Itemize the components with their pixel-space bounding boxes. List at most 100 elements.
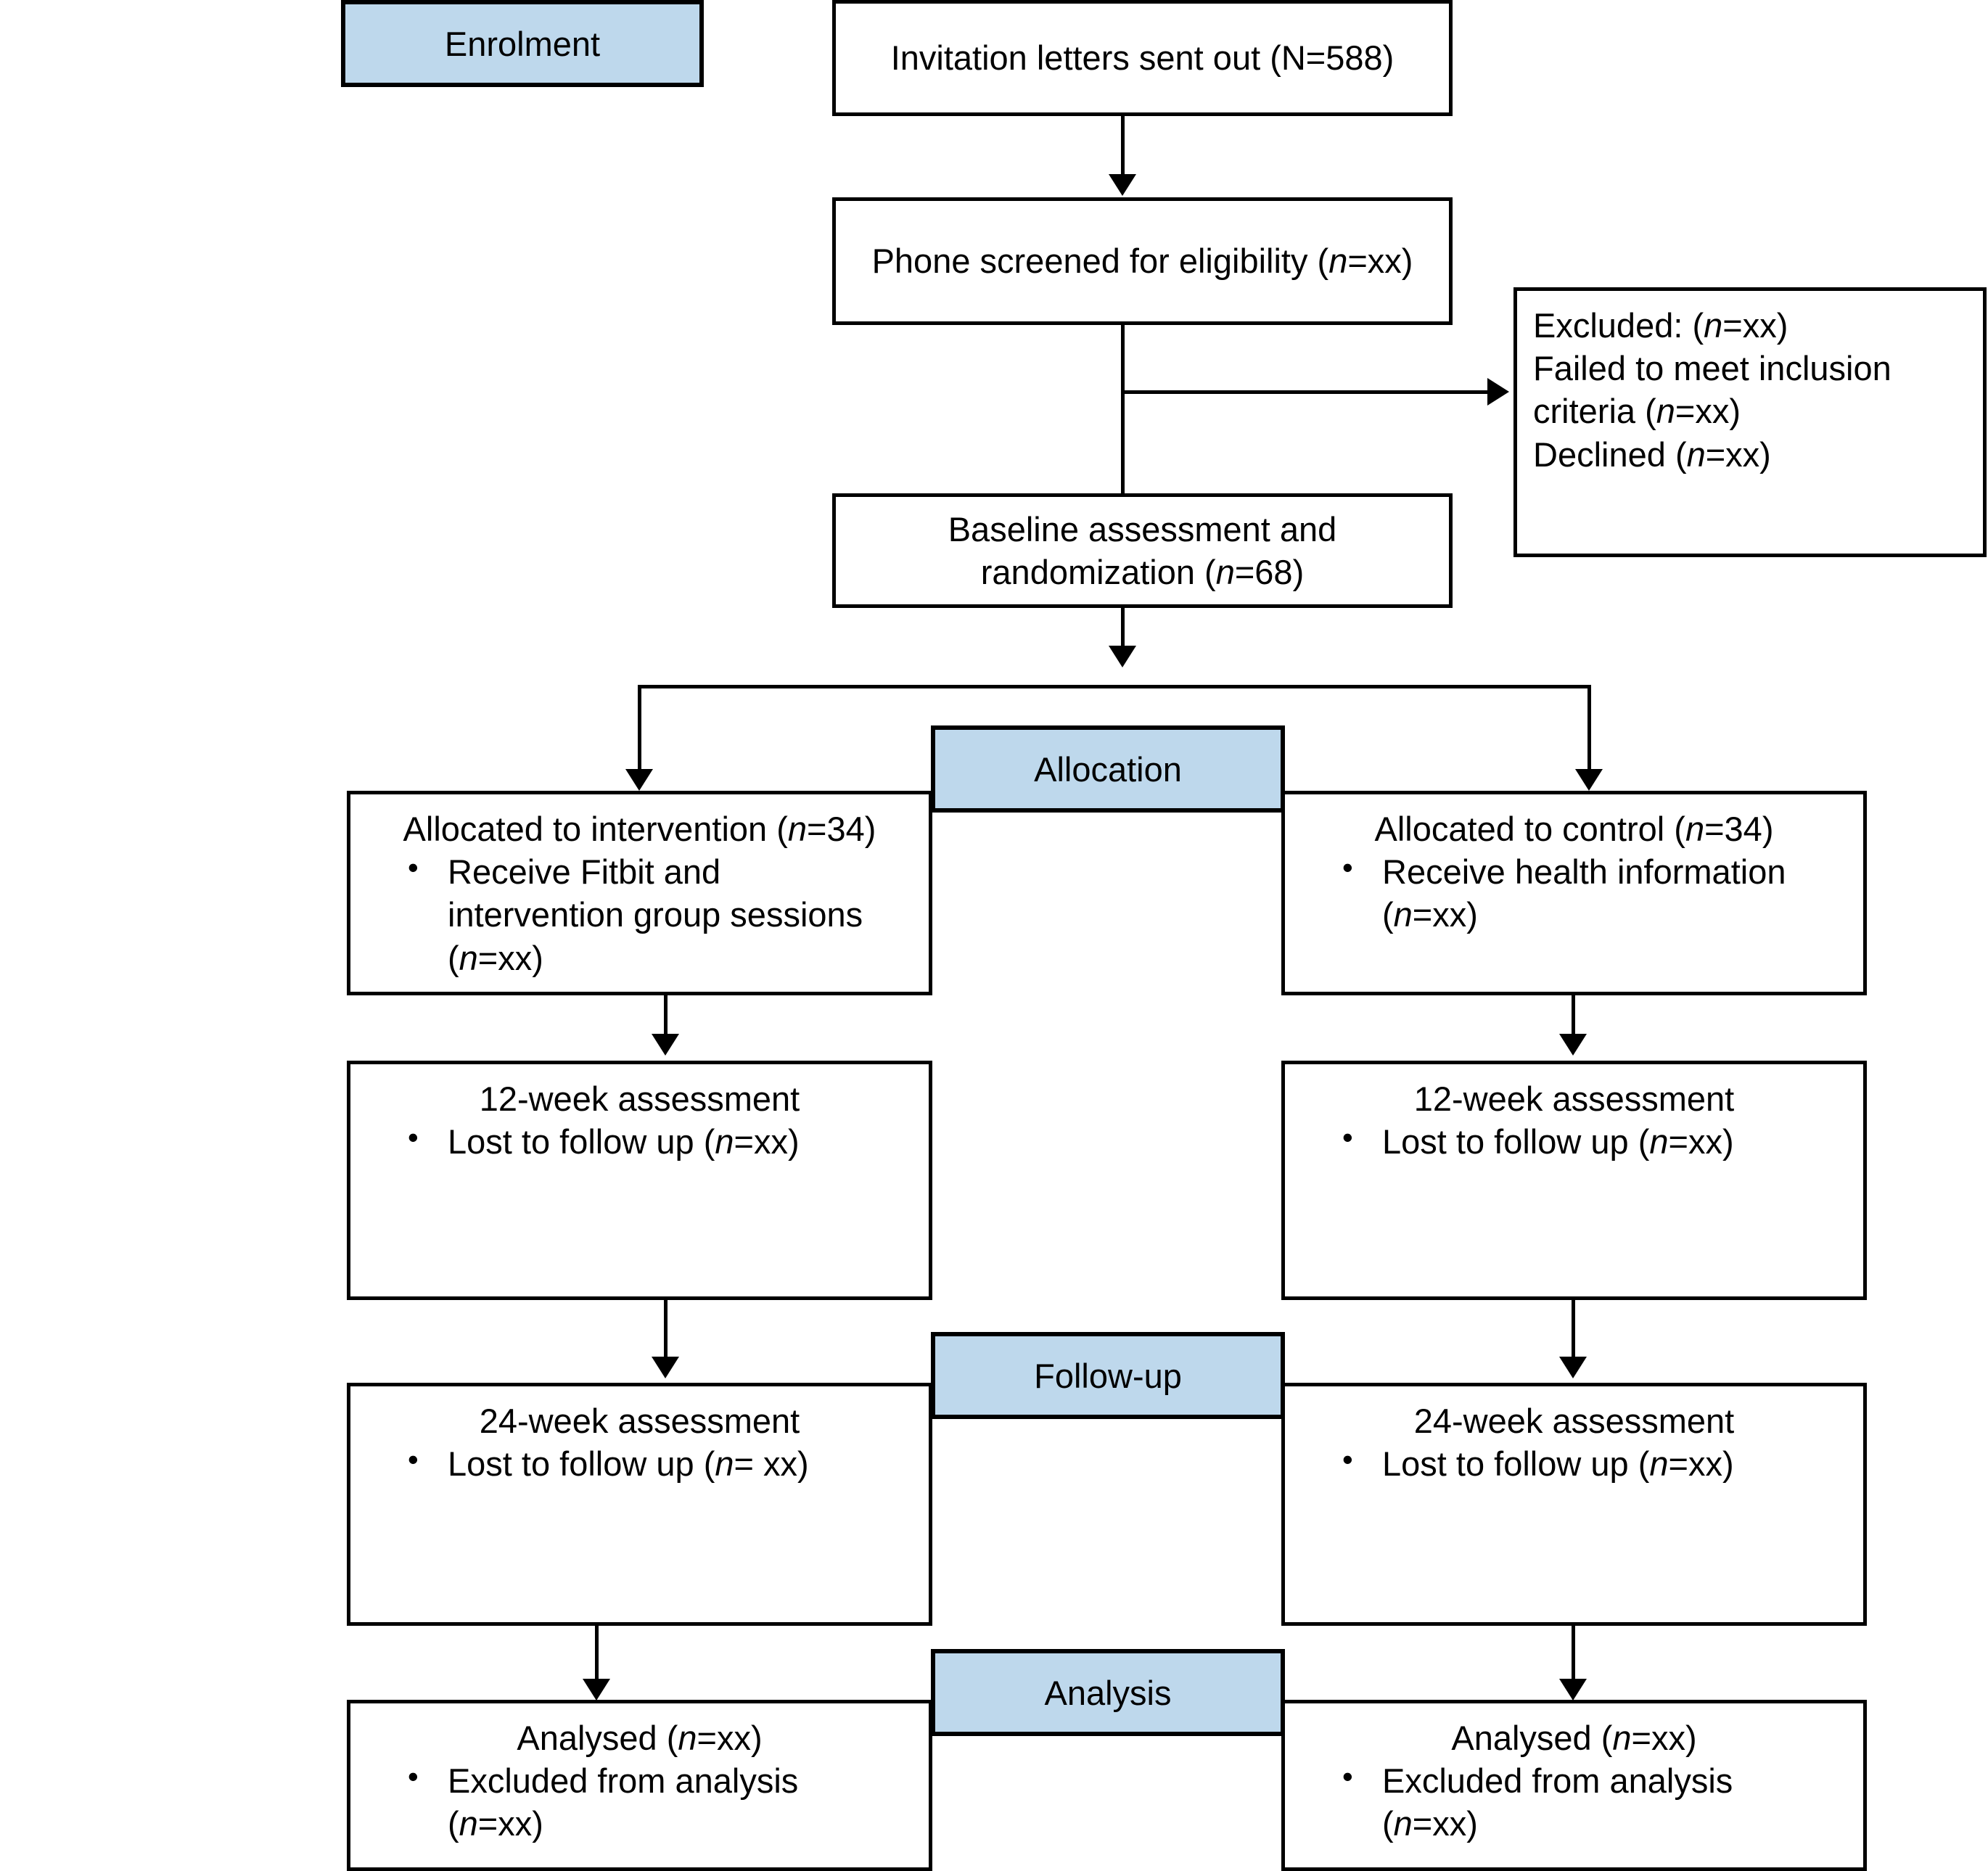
alloc-int-b1-l1: Receive Fitbit and xyxy=(448,852,721,892)
box-excluded: Excluded: (n=xx) Failed to meet inclusio… xyxy=(1513,287,1987,557)
arrowhead-int-alloc-to-week12 xyxy=(652,1034,679,1056)
control-analysis-bullets: Excluded from analysis (n=xx) xyxy=(1301,1758,1847,1845)
int-w24-b1-pre: Lost to follow up ( xyxy=(448,1444,715,1484)
excluded-line3-pre: criteria ( xyxy=(1533,392,1656,431)
ctl-w24-b1-post: =xx) xyxy=(1668,1444,1734,1484)
ctl-an-b1-l2-pre: ( xyxy=(1382,1804,1394,1843)
connector-split-horizontal xyxy=(638,685,1591,688)
excluded-line1-pre: Excluded: ( xyxy=(1533,306,1704,345)
connector-int-alloc-to-week12 xyxy=(664,995,668,1039)
intervention-week24-bullets: Lost to follow up (n= xx) xyxy=(366,1441,913,1485)
int-w12-b1-pre: Lost to follow up ( xyxy=(448,1122,715,1161)
excluded-line1-post: =xx) xyxy=(1722,306,1788,345)
list-item: Excluded from analysis (n=xx) xyxy=(1342,1758,1847,1845)
ctl-an-b1-l2-post: =xx) xyxy=(1412,1804,1478,1843)
alloc-int-b1-l3-pre: ( xyxy=(448,938,459,977)
box-phone-screened: Phone screened for eligibility (n=xx) xyxy=(832,197,1453,325)
excluded-line-4: Declined (n=xx) xyxy=(1533,433,1967,476)
excluded-line4-n: n xyxy=(1686,435,1706,474)
excluded-line4-post: =xx) xyxy=(1705,435,1771,474)
control-week24-bullets: Lost to follow up (n=xx) xyxy=(1301,1441,1847,1485)
arrowhead-int-week12-to-week24 xyxy=(652,1357,679,1378)
alloc-int-header-post: =34) xyxy=(807,810,876,848)
box-intervention-analysis: Analysed (n=xx) Excluded from analysis (… xyxy=(347,1700,932,1871)
box-intervention-week24: 24-week assessment Lost to follow up (n=… xyxy=(347,1383,932,1626)
ctl-an-header-pre: Analysed ( xyxy=(1451,1719,1613,1757)
control-week12-header: 12-week assessment xyxy=(1413,1080,1735,1118)
connector-screened-to-baseline xyxy=(1121,325,1125,493)
ctl-w24-b1-n: n xyxy=(1649,1444,1669,1484)
stage-banner-enrolment: Enrolment xyxy=(341,0,704,87)
ctl-w24-b1-pre: Lost to follow up ( xyxy=(1382,1444,1650,1484)
int-w12-b1-n: n xyxy=(715,1122,734,1161)
arrowhead-ctl-week12-to-week24 xyxy=(1559,1357,1587,1378)
connector-int-week24-to-analysis xyxy=(595,1626,599,1684)
list-item: Lost to follow up (n= xx) xyxy=(408,1441,913,1485)
alloc-ctl-b1-l2-pre: ( xyxy=(1382,895,1394,934)
box-invitation-letters: Invitation letters sent out (N=588) xyxy=(832,0,1453,116)
int-an-b1-l2-pre: ( xyxy=(448,1804,459,1843)
excluded-line-3: criteria (n=xx) xyxy=(1533,390,1967,432)
phone-screened-pre: Phone screened for eligibility ( xyxy=(871,242,1329,281)
alloc-ctl-b1-l2-n: n xyxy=(1393,895,1413,934)
list-item: Lost to follow up (n=xx) xyxy=(1342,1119,1847,1163)
stage-banner-followup: Follow-up xyxy=(931,1332,1285,1419)
connector-ctl-week12-to-week24 xyxy=(1572,1300,1575,1362)
phone-screened-text: Phone screened for eligibility (n=xx) xyxy=(872,239,1413,282)
arrowhead-ctl-week24-to-analysis xyxy=(1559,1679,1587,1701)
ctl-an-b1-l1: Excluded from analysis xyxy=(1382,1761,1733,1801)
arrowhead-ctl-alloc-to-week12 xyxy=(1559,1034,1587,1056)
connector-int-week12-to-week24 xyxy=(664,1300,668,1362)
intervention-week12-header: 12-week assessment xyxy=(479,1080,800,1118)
int-an-header-n: n xyxy=(678,1719,697,1757)
int-an-header-pre: Analysed ( xyxy=(517,1719,678,1757)
arrowhead-split-left xyxy=(625,769,653,791)
stage-banner-analysis: Analysis xyxy=(931,1649,1285,1736)
box-control-analysis: Analysed (n=xx) Excluded from analysis (… xyxy=(1281,1700,1867,1871)
excluded-line1-n: n xyxy=(1704,306,1723,345)
list-item: Lost to follow up (n=xx) xyxy=(1342,1441,1847,1485)
list-item: Receive Fitbit and intervention group se… xyxy=(408,849,913,979)
list-item: Lost to follow up (n=xx) xyxy=(408,1119,913,1163)
connector-baseline-down xyxy=(1121,608,1125,651)
connector-split-right-down xyxy=(1587,685,1591,779)
connector-split-left-down xyxy=(638,685,641,779)
excluded-line-1: Excluded: (n=xx) xyxy=(1533,304,1967,347)
connector-ctl-alloc-to-week12 xyxy=(1572,995,1575,1039)
excluded-line3-post: =xx) xyxy=(1675,392,1741,431)
ctl-w12-b1-pre: Lost to follow up ( xyxy=(1382,1122,1650,1161)
invitation-letters-text: Invitation letters sent out (N=588) xyxy=(890,38,1395,78)
alloc-int-header-pre: Allocated to intervention ( xyxy=(403,810,788,848)
allocated-control-bullets: Receive health information (n=xx) xyxy=(1301,849,1847,936)
alloc-int-b1-l3-post: =xx) xyxy=(477,938,543,977)
intervention-analysis-bullets: Excluded from analysis (n=xx) xyxy=(366,1758,913,1845)
baseline-line-1: Baseline assessment and xyxy=(948,509,1337,548)
int-an-header-post: =xx) xyxy=(697,1719,763,1757)
excluded-line4-pre: Declined ( xyxy=(1533,435,1687,474)
connector-ctl-week24-to-analysis xyxy=(1572,1626,1575,1684)
excluded-line-2: Failed to meet inclusion xyxy=(1533,349,1892,388)
box-intervention-week12: 12-week assessment Lost to follow up (n=… xyxy=(347,1061,932,1300)
int-an-b1-l2-post: =xx) xyxy=(477,1804,543,1843)
allocated-intervention-header: Allocated to intervention (n=34) xyxy=(366,807,913,850)
control-week12-bullets: Lost to follow up (n=xx) xyxy=(1301,1119,1847,1163)
control-analysis-header: Analysed (n=xx) xyxy=(1301,1716,1847,1759)
ctl-w12-b1-n: n xyxy=(1649,1122,1669,1161)
stage-banner-allocation-label: Allocation xyxy=(1034,749,1182,789)
control-week24-header: 24-week assessment xyxy=(1413,1402,1735,1440)
box-allocated-control: Allocated to control (n=34) Receive heal… xyxy=(1281,791,1867,995)
alloc-ctl-b1-l1: Receive health information xyxy=(1382,852,1786,892)
baseline-line2-pre: randomization ( xyxy=(980,553,1216,591)
baseline-line-2: randomization (n=68) xyxy=(981,551,1304,593)
allocated-control-header: Allocated to control (n=34) xyxy=(1301,807,1847,850)
arrowhead-invitation-to-screened xyxy=(1109,174,1136,196)
box-control-week24: 24-week assessment Lost to follow up (n=… xyxy=(1281,1383,1867,1626)
box-control-week12: 12-week assessment Lost to follow up (n=… xyxy=(1281,1061,1867,1300)
baseline-line2-post: =68) xyxy=(1234,553,1305,591)
int-w24-b1-n: n xyxy=(715,1444,734,1484)
alloc-ctl-header-n: n xyxy=(1685,810,1705,848)
int-an-b1-l1: Excluded from analysis xyxy=(448,1761,799,1801)
phone-screened-post: =xx) xyxy=(1347,242,1413,281)
connector-invitation-to-screened xyxy=(1121,116,1125,178)
intervention-analysis-header: Analysed (n=xx) xyxy=(366,1716,913,1759)
